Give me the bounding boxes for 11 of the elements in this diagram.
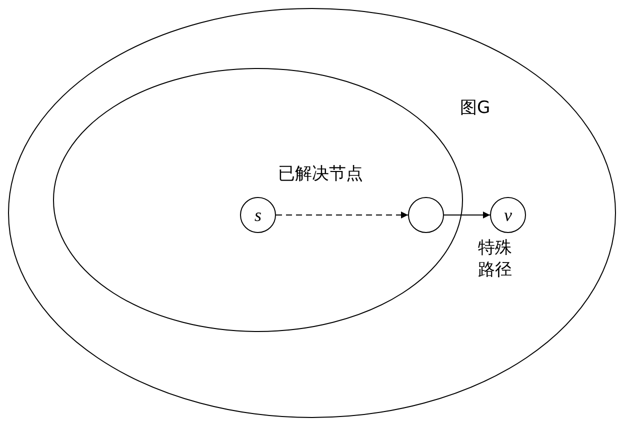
circle-node xyxy=(240,197,276,233)
node-label: 已解决节点 xyxy=(278,164,363,184)
solved-region xyxy=(53,68,463,332)
circle-node xyxy=(408,197,444,233)
arrow xyxy=(276,212,408,218)
node-label: v xyxy=(503,205,513,225)
arrow xyxy=(444,212,490,218)
node-label: s xyxy=(253,205,262,225)
node-label: 图G xyxy=(460,98,490,118)
graph-region xyxy=(8,8,616,418)
circle-node xyxy=(490,197,526,233)
